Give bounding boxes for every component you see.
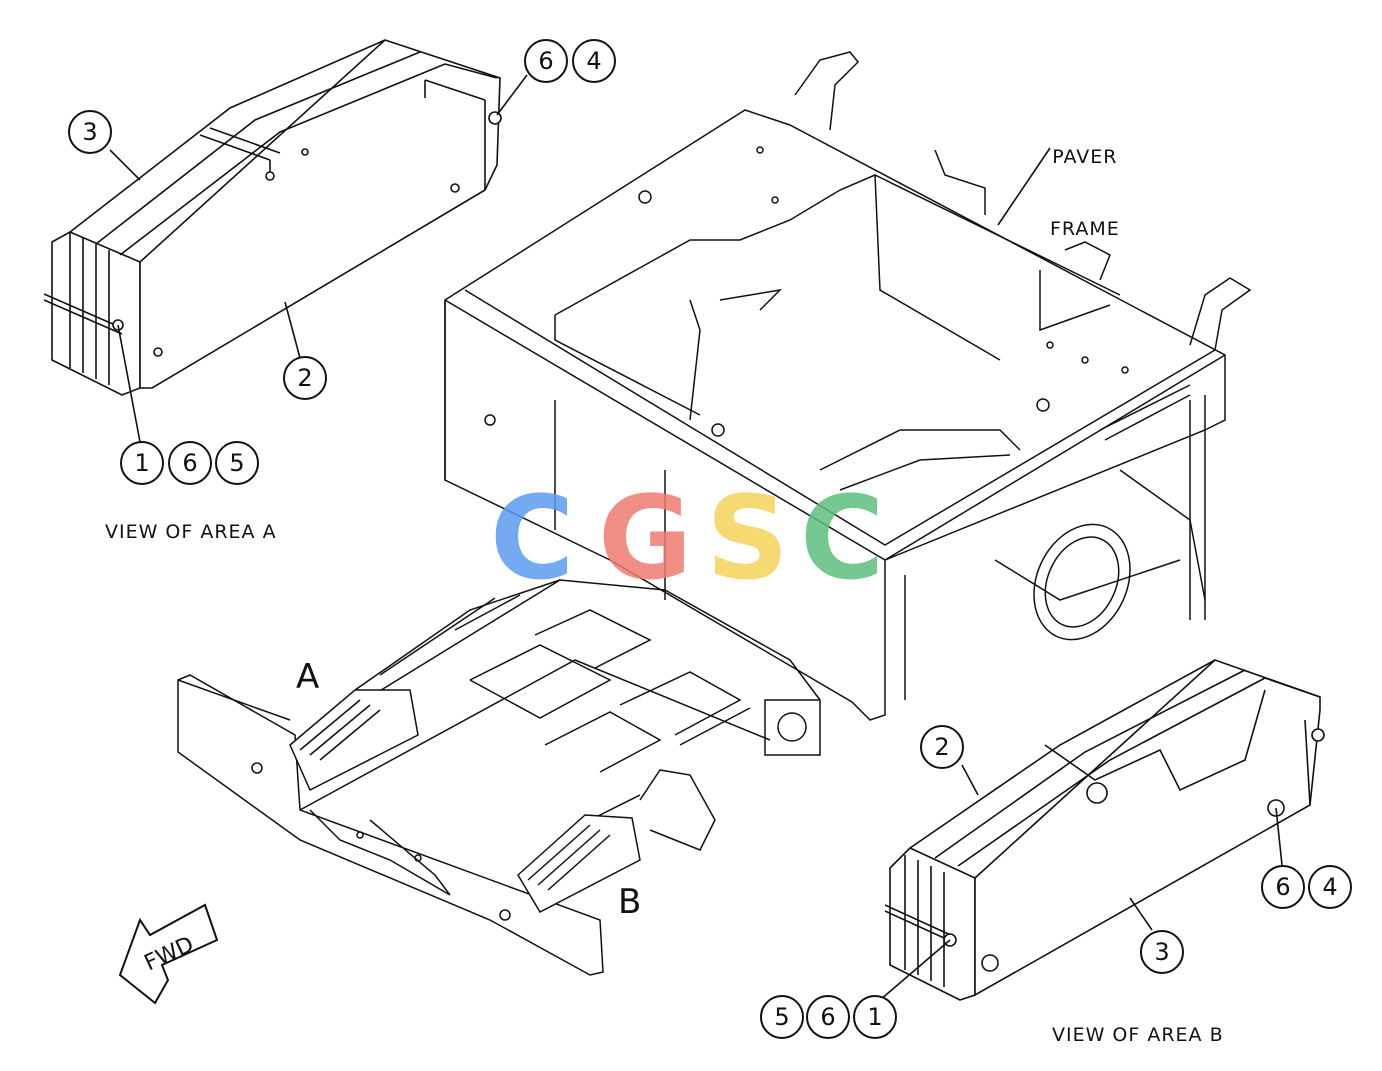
callout-b-top: 2 [920, 725, 964, 769]
callout-a-bottom: 2 [283, 356, 327, 400]
callout-b-right-1: 6 [1261, 865, 1305, 909]
area-b-counterweight [880, 660, 1325, 1000]
view-of-area-a-label: VIEW OF AREA A [105, 521, 277, 543]
callout-a-group-2: 6 [168, 441, 212, 485]
watermark: C G S C [490, 472, 884, 606]
callout-b-bottom: 3 [1140, 930, 1184, 974]
area-b-marker: B [618, 882, 643, 922]
watermark-letter-2: G [598, 472, 692, 606]
callout-b-group-3: 1 [853, 995, 897, 1039]
callout-a-group-1: 1 [120, 441, 164, 485]
callout-b-group-2: 6 [806, 995, 850, 1039]
area-a-counterweight [44, 40, 527, 442]
paver-frame-assembly [445, 52, 1250, 720]
callout-a-group-3: 5 [215, 441, 259, 485]
paver-frame-leader [998, 148, 1050, 225]
watermark-letter-1: C [490, 472, 574, 606]
callout-a-top-2: 4 [572, 39, 616, 83]
area-a-marker: A [296, 657, 321, 697]
callout-a-left: 3 [68, 110, 112, 154]
watermark-letter-4: C [800, 472, 884, 606]
paver-frame-label-line1: PAVER [1052, 146, 1118, 168]
watermark-letter-3: S [706, 472, 789, 606]
callout-b-group-1: 5 [760, 995, 804, 1039]
paver-frame-label: PAVER FRAME [1050, 97, 1120, 265]
fwd-arrow [120, 905, 217, 1003]
hopper-frame-assembly [178, 580, 820, 975]
view-of-area-b-label: VIEW OF AREA B [1052, 1024, 1224, 1046]
callout-a-top-1: 6 [524, 39, 568, 83]
callout-b-right-2: 4 [1308, 865, 1352, 909]
paver-frame-label-line2: FRAME [1050, 218, 1120, 240]
